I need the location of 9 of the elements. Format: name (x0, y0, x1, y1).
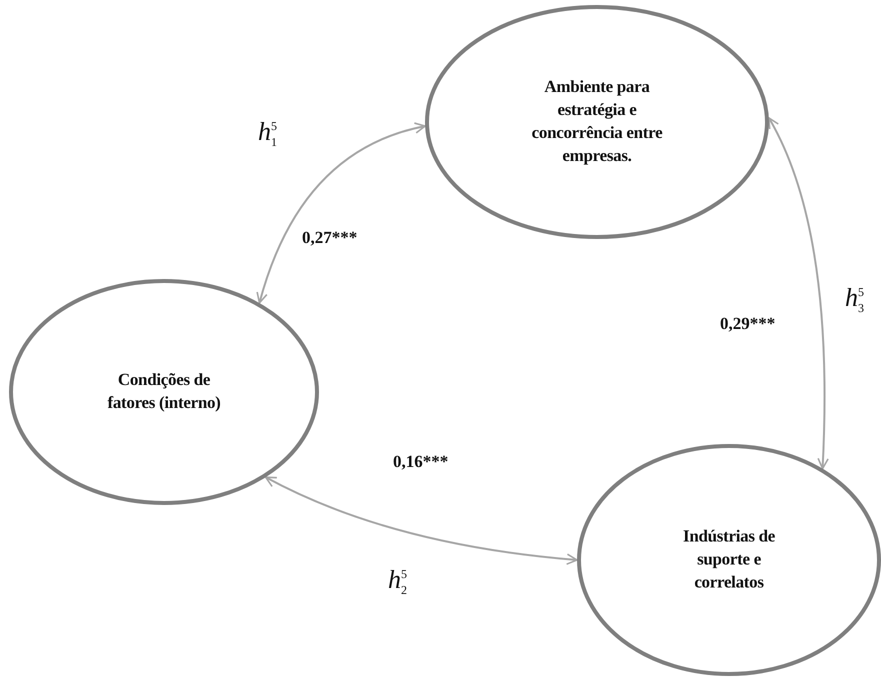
correlation-arrow (768, 117, 829, 470)
coefficient-label: 0,16*** (393, 452, 448, 472)
construct-label: Condições de fatores (interno) (106, 369, 222, 414)
correlation-arrow (256, 122, 426, 304)
construct-label: Indústrias de suporte e correlatos (682, 526, 776, 594)
coefficient-label: 0,27*** (302, 228, 358, 248)
construct-label: Ambiente para estratégia e concorrência entre empresas. (530, 76, 664, 167)
coefficient-label: 0,29*** (720, 314, 776, 334)
correlation-arrow (264, 476, 578, 565)
